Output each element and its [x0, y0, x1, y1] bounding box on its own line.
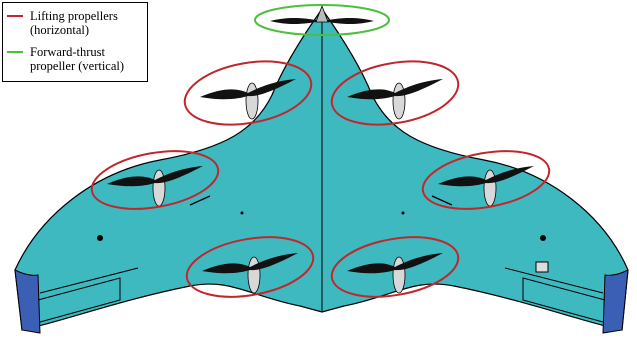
legend-label-line: propeller (vertical) [30, 59, 125, 73]
right-wingtip [602, 269, 629, 334]
motor-nacelle [392, 256, 406, 294]
lifting-propeller [421, 150, 551, 210]
right-elevon [522, 277, 606, 323]
lifting-propeller-highlight [90, 150, 220, 210]
left-marker [97, 235, 103, 241]
motor-nacelle [152, 169, 166, 207]
lifting-propeller [90, 150, 220, 210]
right-hinge-line [504, 267, 604, 294]
left-elevon [37, 277, 121, 323]
lifting-propeller [330, 60, 460, 126]
lifting-swatch-icon [7, 15, 23, 17]
legend: Lifting propellers (horizontal) Forward-… [2, 2, 148, 82]
propeller-blade [347, 253, 443, 274]
lifting-propeller [185, 236, 315, 298]
motor-nacelle [247, 256, 261, 294]
motor-nacelle [245, 82, 259, 120]
motor-nacelle [483, 169, 497, 207]
thrust-propeller-highlight [254, 4, 390, 36]
legend-label: Forward-thrust propeller (vertical) [30, 45, 124, 73]
legend-label-line: (horizontal) [30, 23, 90, 37]
right-marker [540, 235, 546, 241]
right-hatch [535, 261, 549, 273]
lifting-propeller [330, 236, 460, 298]
left-sensor-mark [189, 195, 211, 206]
legend-label-line: Forward-thrust [30, 45, 105, 59]
thrust-swatch-icon [7, 51, 23, 53]
left-wingtip [14, 269, 41, 334]
lifting-propeller-highlight [330, 60, 460, 126]
right-point [401, 211, 405, 215]
thrust-propeller [270, 4, 374, 25]
lifting-propeller-highlight [183, 60, 313, 126]
propeller-blade [202, 253, 298, 274]
motor-nacelle [392, 82, 406, 120]
right-sensor-mark [431, 195, 453, 206]
lifting-propeller-highlight [185, 236, 315, 298]
propeller-blade [107, 166, 203, 187]
lifting-propeller-highlight [421, 150, 551, 210]
propeller-blade [438, 166, 534, 187]
legend-label: Lifting propellers (horizontal) [30, 9, 118, 37]
lifting-propeller [183, 60, 313, 126]
legend-label-line: Lifting propellers [30, 9, 118, 23]
propeller-blade [200, 79, 296, 100]
left-hinge-line [39, 267, 139, 294]
lifting-propeller-highlight [330, 236, 460, 298]
propeller-blade [347, 79, 443, 100]
left-point [240, 211, 244, 215]
